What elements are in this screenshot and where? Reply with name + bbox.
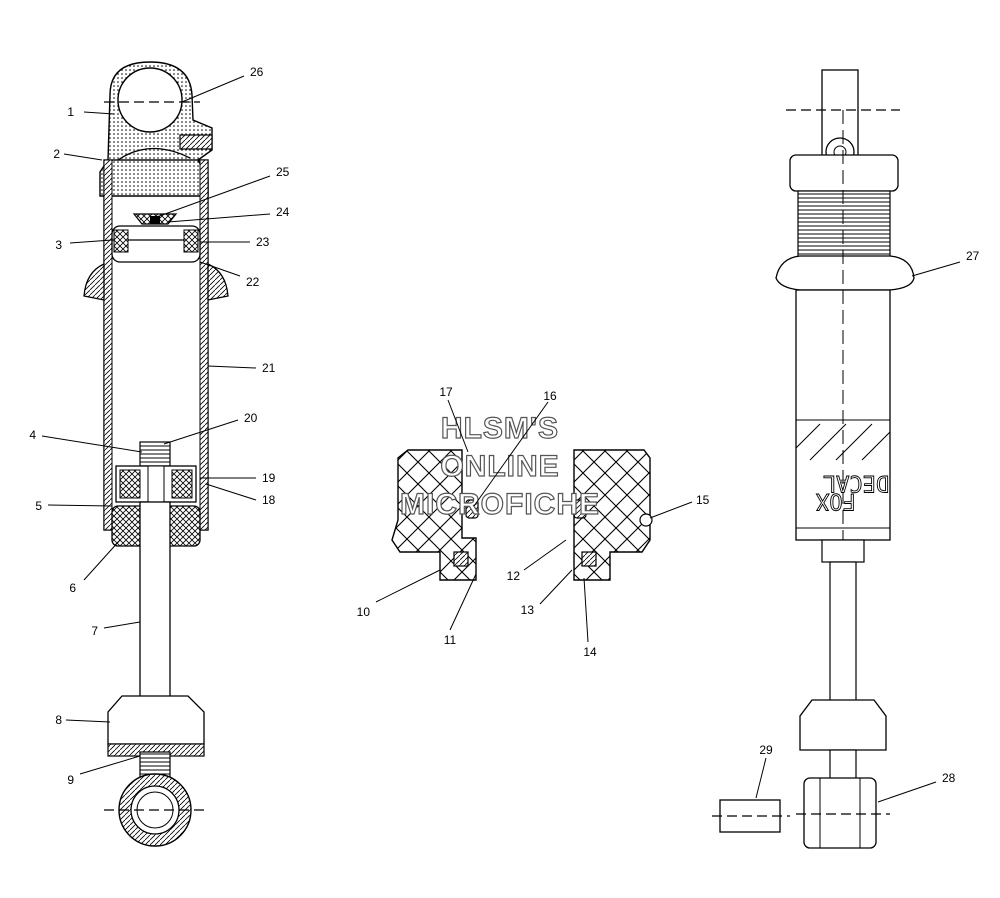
callout-1: 1	[67, 105, 74, 119]
leader-line-10	[375, 569, 441, 603]
floating-piston	[111, 225, 201, 263]
bumper	[107, 695, 205, 745]
leader-line-24	[167, 213, 271, 223]
callout-24: 24	[276, 205, 290, 219]
leader-line-2	[63, 153, 103, 161]
watermark-line-1: HLSM'S	[441, 412, 559, 445]
callout-3: 3	[55, 238, 62, 252]
callout-4: 4	[29, 428, 36, 442]
callout-27: 27	[966, 249, 980, 263]
leader-line-17	[447, 399, 469, 453]
leader-line-8	[65, 719, 111, 723]
leader-line-16	[473, 401, 549, 507]
leader-line-22	[199, 261, 241, 277]
center-seal-detail: HLSM'S ONLINE MICROFICHE	[391, 411, 653, 581]
leader-line-13	[539, 569, 573, 605]
right-exterior-view: FOX DECAL	[712, 69, 915, 849]
leader-line-7	[103, 621, 141, 629]
callout-5: 5	[35, 499, 42, 513]
leader-line-3	[69, 239, 113, 244]
leader-line-11	[449, 573, 477, 631]
callout-17: 17	[439, 385, 453, 399]
leader-line-27	[911, 261, 961, 277]
top-cap	[789, 154, 899, 192]
decal-text-decal: DECAL	[823, 470, 889, 495]
watermark-line-2: ONLINE	[440, 450, 559, 483]
callout-25: 25	[276, 165, 290, 179]
lower-mount	[803, 777, 877, 849]
piston-nut	[139, 441, 171, 467]
callout-20: 20	[244, 411, 258, 425]
callout-19: 19	[262, 471, 276, 485]
callout-6: 6	[69, 581, 76, 595]
eye-bore	[117, 67, 183, 133]
leader-line-29	[755, 757, 767, 799]
seal-detail-left	[391, 449, 477, 581]
leader-line-21	[207, 365, 257, 369]
callout-15: 15	[696, 493, 710, 507]
valve-screw	[179, 134, 213, 150]
leader-line-5	[47, 504, 113, 507]
callout-29: 29	[759, 743, 773, 757]
callout-14: 14	[583, 645, 597, 659]
callout-22: 22	[246, 275, 260, 289]
leader-line-12	[523, 539, 567, 571]
leader-line-20	[163, 419, 239, 445]
bumper-exterior	[799, 699, 887, 751]
callout-10: 10	[357, 605, 371, 619]
callout-11: 11	[444, 633, 457, 647]
callout-26: 26	[250, 65, 264, 79]
callout-8: 8	[55, 713, 62, 727]
watermark-line-3: MICROFICHE	[400, 488, 600, 521]
seal-detail-right	[573, 449, 651, 581]
leader-line-15	[649, 501, 693, 519]
threaded-body	[797, 190, 891, 262]
leader-line-6	[83, 539, 121, 581]
callout-21: 21	[262, 361, 276, 375]
callout-28: 28	[942, 771, 956, 785]
callout-layer: 1234567891011121314151617181920212223242…	[29, 65, 980, 803]
callout-2: 2	[53, 147, 60, 161]
leader-line-9	[79, 755, 141, 775]
leader-line-28	[877, 781, 937, 803]
callout-9: 9	[67, 773, 74, 787]
shaft-exterior	[829, 561, 857, 703]
callout-18: 18	[262, 493, 276, 507]
callout-12: 12	[507, 569, 521, 583]
callout-13: 13	[521, 603, 535, 617]
spring-collar-exterior	[775, 255, 915, 291]
callout-23: 23	[256, 235, 270, 249]
leader-line-1	[83, 111, 115, 115]
left-sectional-view	[83, 61, 229, 847]
callout-7: 7	[91, 624, 98, 638]
leader-line-4	[41, 435, 143, 453]
leader-line-25	[153, 175, 271, 219]
leader-line-14	[583, 577, 589, 643]
callout-16: 16	[543, 389, 557, 403]
leader-line-18	[205, 483, 257, 501]
decal-text-fox: FOX	[815, 488, 855, 513]
leader-line-26	[181, 75, 245, 103]
